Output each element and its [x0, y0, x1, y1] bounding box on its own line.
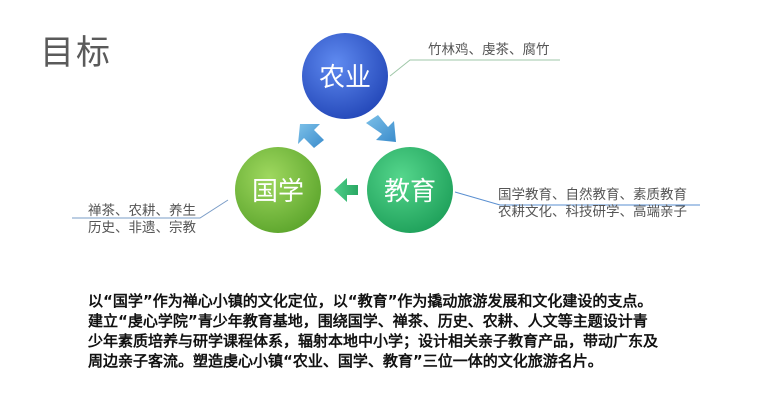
education-note-leader: [454, 191, 700, 206]
education-note-line: 国学教育、自然教育、素质教育: [498, 187, 687, 203]
node-education: 教育: [367, 147, 453, 233]
agriculture-note: 竹林鸡、虔茶、腐竹: [428, 42, 550, 59]
agriculture-note-leader: [389, 59, 560, 77]
guoxue-note-line: 历史、非遗、宗教: [88, 220, 196, 236]
node-education-label: 教育: [384, 177, 436, 207]
node-guoxue: 国学: [235, 147, 321, 233]
description-line: 建立“虔心学院”青少年教育基地，围绕国学、禅茶、历史、农耕、人文等主题设计青: [88, 312, 648, 330]
guoxue-note-leader: [72, 199, 229, 219]
arrow-up-right-icon: [298, 124, 324, 148]
page-title: 目标: [40, 33, 112, 73]
description-line: 少年素质培养与研学课程体系，辐射本地中小学；设计相关亲子教育产品，带动广东及: [88, 332, 659, 350]
cycle-diagram: 农业 教育 国学: [72, 33, 700, 233]
education-note-line: 农耕文化、科技研学、高端亲子: [498, 204, 687, 220]
description-line: 周边亲子客流。塑造虔心小镇“农业、国学、教育”三位一体的文化旅游名片。: [88, 352, 603, 370]
description-line: 以“国学”作为禅心小镇的文化定位，以“教育”作为撬动旅游发展和文化建设的支点。: [88, 292, 653, 310]
node-guoxue-label: 国学: [252, 177, 304, 207]
node-agriculture-label: 农业: [319, 63, 371, 93]
agriculture-note-line: 竹林鸡、虔茶、腐竹: [428, 42, 550, 58]
guoxue-note-line: 禅茶、农耕、养生: [88, 203, 196, 219]
guoxue-note: 禅茶、农耕、养生 历史、非遗、宗教: [88, 203, 196, 237]
node-agriculture: 农业: [302, 33, 388, 119]
education-note: 国学教育、自然教育、素质教育 农耕文化、科技研学、高端亲子: [498, 187, 687, 221]
description-paragraph: 以“国学”作为禅心小镇的文化定位，以“教育”作为撬动旅游发展和文化建设的支点。 …: [88, 291, 728, 371]
arrow-left-icon: [334, 178, 358, 202]
arrow-right-down-icon: [366, 115, 396, 142]
